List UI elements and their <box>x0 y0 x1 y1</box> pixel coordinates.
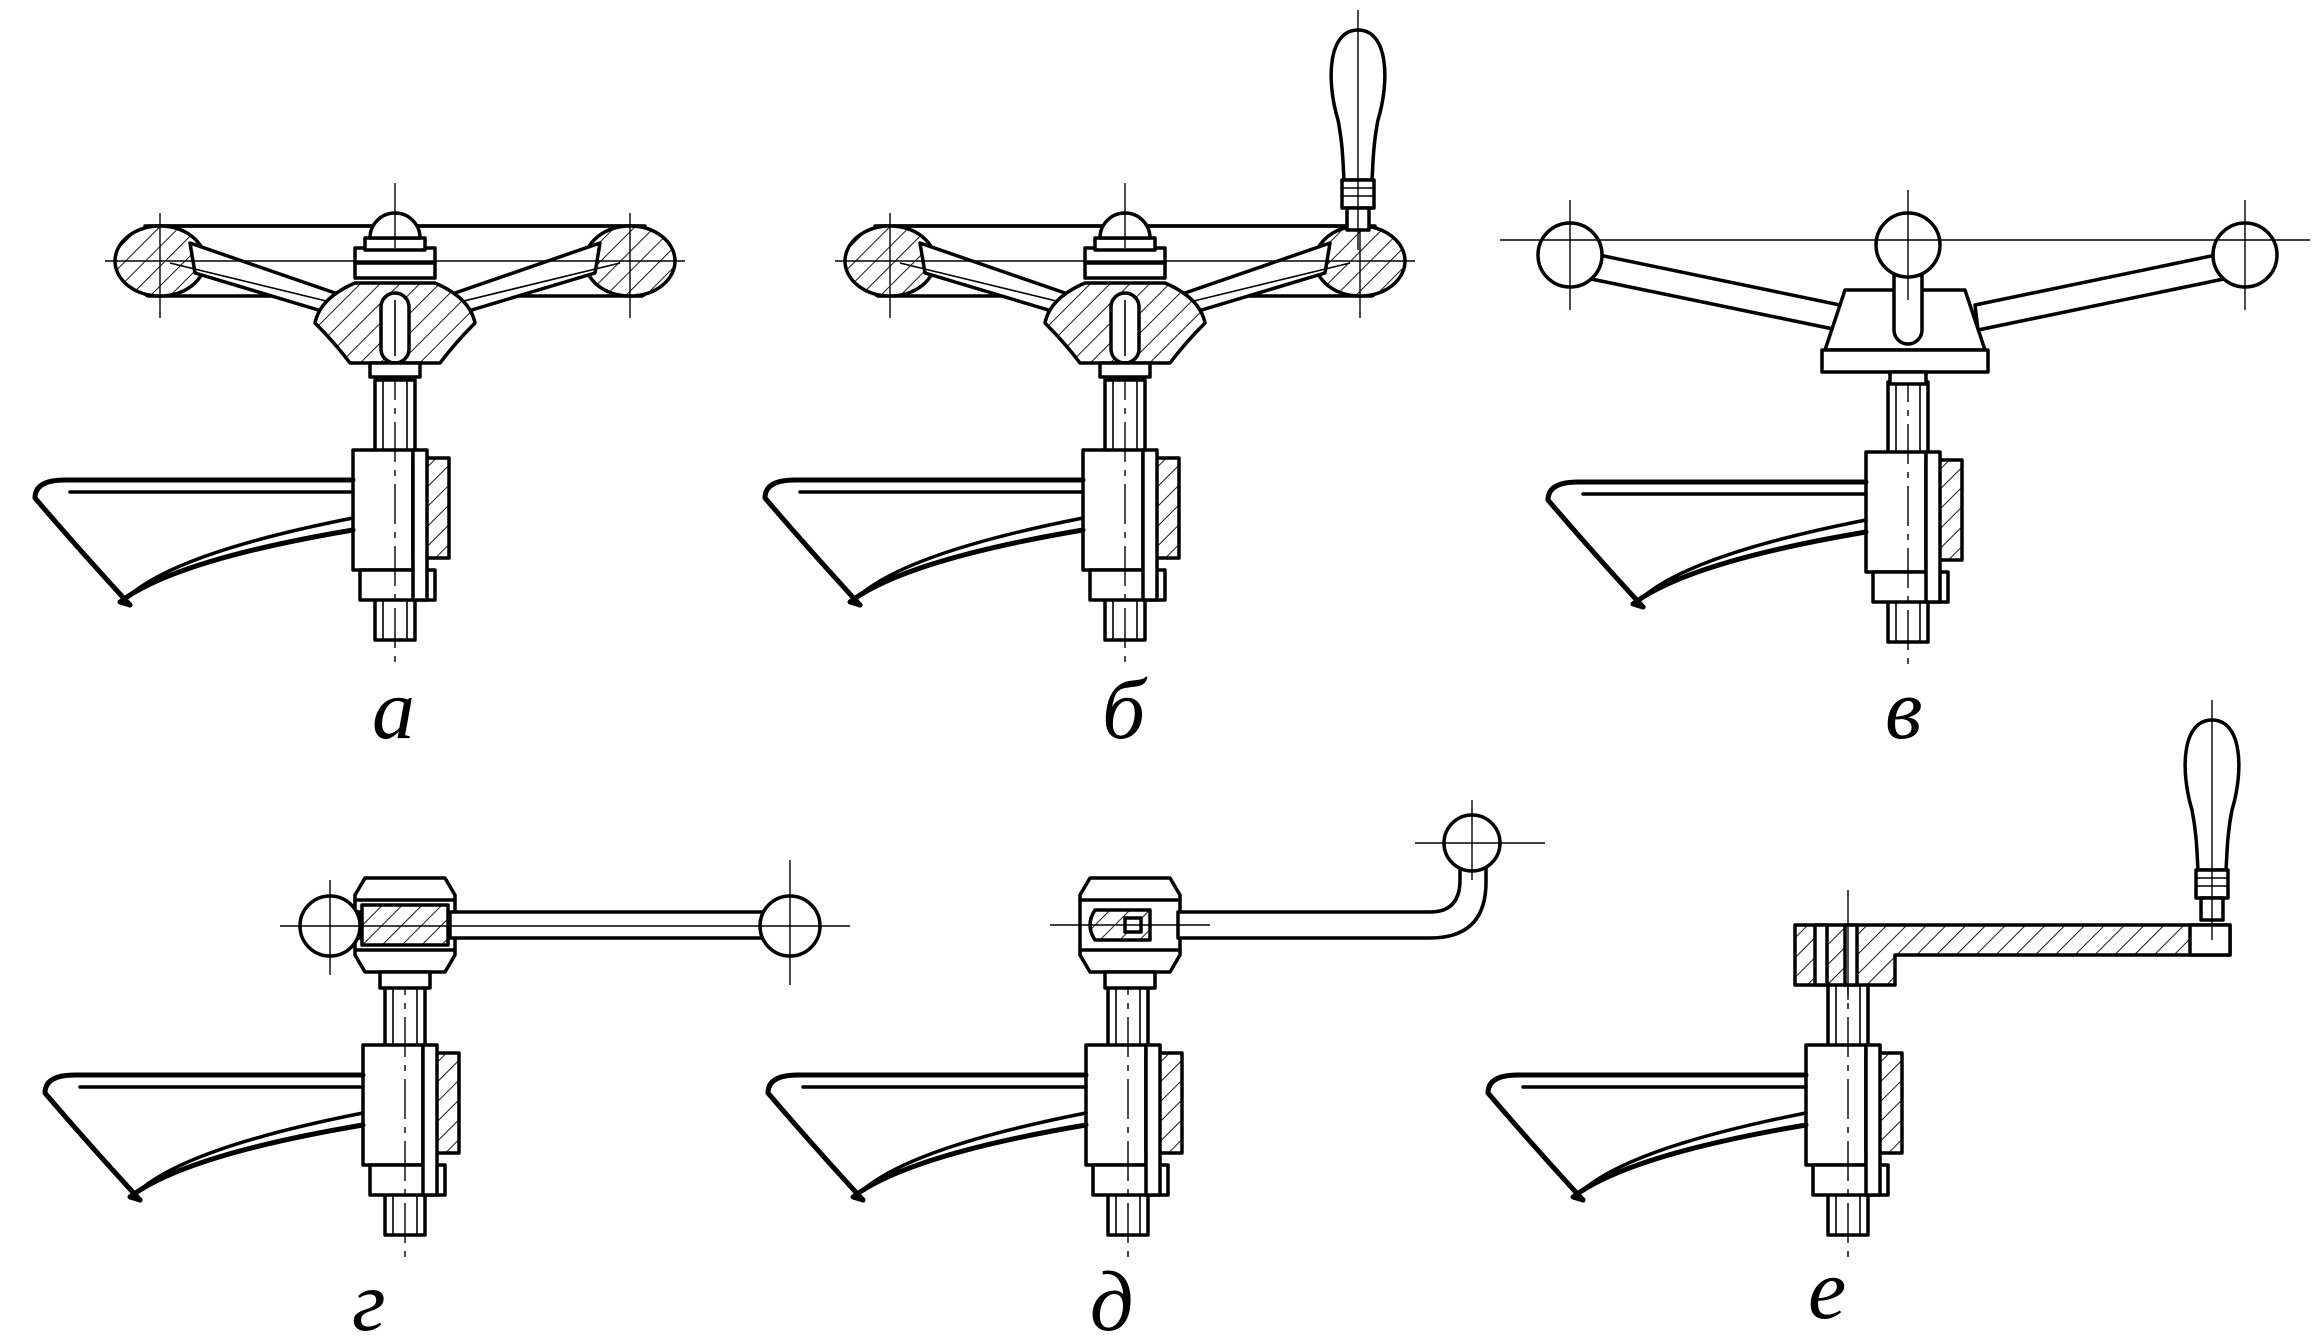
label-v: в <box>1885 661 1922 757</box>
label-a: а <box>372 661 415 757</box>
label-d: д <box>1090 1253 1134 1343</box>
panel-b <box>765 8 1417 670</box>
panel-v <box>1500 190 2310 672</box>
label-g: г <box>352 1253 386 1343</box>
panel-a <box>35 181 687 670</box>
panel-d <box>768 800 1545 1265</box>
label-b: б <box>1102 661 1148 757</box>
label-e: е <box>1808 1241 1846 1337</box>
panel-g <box>45 860 850 1265</box>
panel-e <box>1488 698 2241 1265</box>
